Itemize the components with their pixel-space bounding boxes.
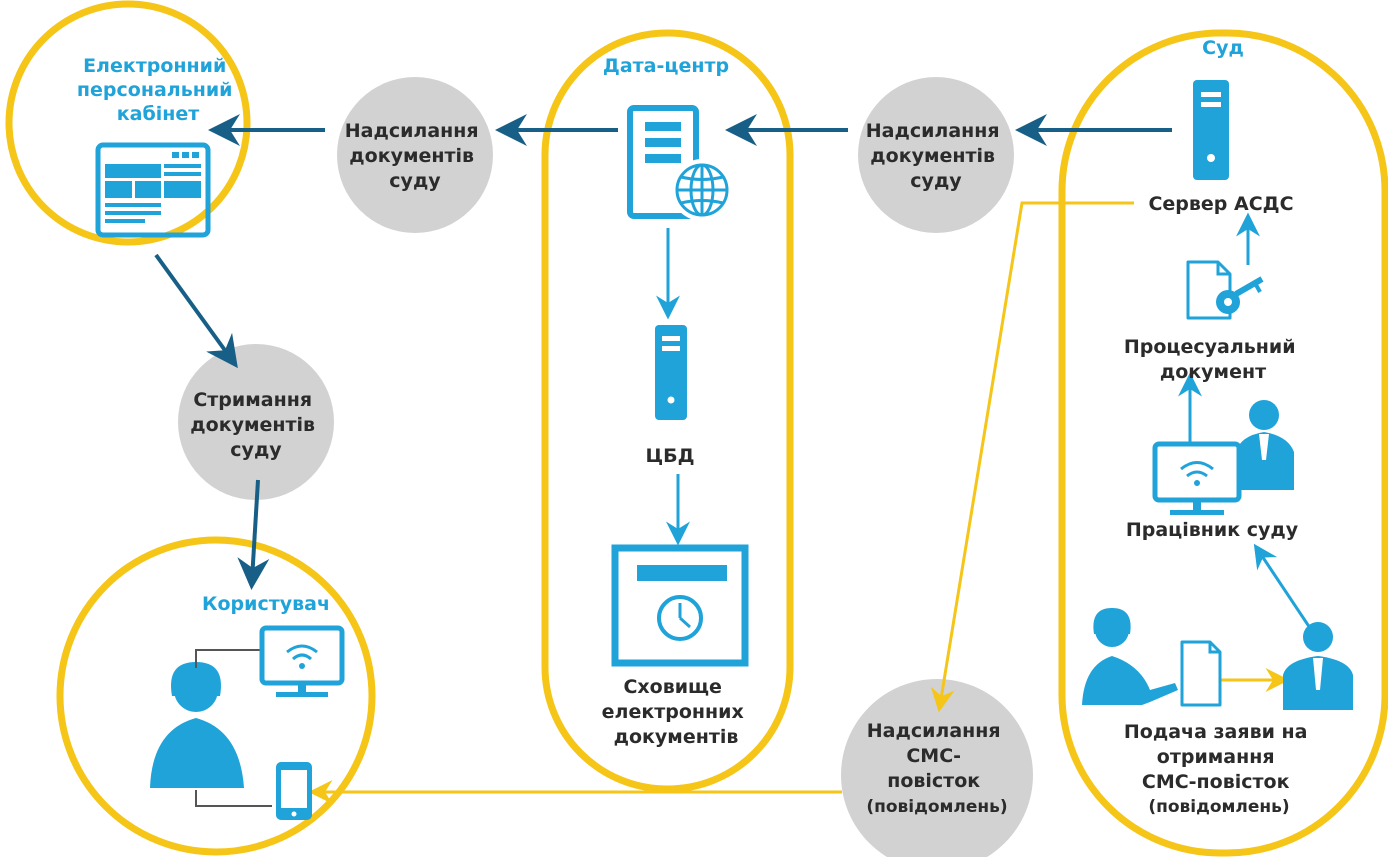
receive-docs-circle (178, 344, 334, 500)
user-title: Користувач (202, 593, 330, 615)
smartphone-icon (276, 762, 312, 820)
applicant-woman-icon (1082, 608, 1178, 705)
cabinet-circle (5, 0, 251, 246)
asds-server-label: Сервер АСДС (1148, 193, 1293, 215)
datacenter-capsule (541, 29, 794, 793)
user-computer-connector (195, 649, 262, 668)
browser-window-icon (95, 142, 211, 238)
user-woman-icon (150, 662, 244, 788)
asds-server-icon (1193, 80, 1229, 180)
arrow-receive-to-user (237, 479, 270, 590)
arrow-official-to-worker (1253, 543, 1320, 641)
procedural-doc-label: Процесуальний документ (1124, 336, 1302, 383)
court-capsule (1058, 29, 1388, 857)
application-document-icon (1180, 640, 1222, 707)
sms-send-label: Надсилання СМС- повісток (повідомлень) (866, 720, 1007, 817)
web-server-icon (627, 105, 733, 221)
worker-at-computer-icon (1152, 400, 1294, 515)
official-man-icon (1283, 622, 1353, 710)
arrow-server-to-sms (930, 201, 1134, 713)
court-title: Суд (1202, 37, 1244, 59)
user-phone-connector (195, 790, 272, 807)
computer-wifi-icon (259, 625, 345, 697)
sms-send-circle (841, 679, 1033, 857)
application-label: Подача заяви на отримання СМС-повісток (… (1124, 721, 1314, 817)
receive-docs-label: Стримання документів суду (190, 389, 321, 461)
server-icon (655, 325, 687, 420)
cbd-label: ЦБД (645, 445, 694, 467)
send-docs-circle-1 (337, 77, 493, 233)
send-docs-label-2: Надсилання документів суду (866, 120, 1006, 192)
storage-label: Сховище електронних документів (602, 676, 751, 748)
court-worker-label: Працівник суду (1126, 519, 1299, 541)
document-key-icon (1186, 260, 1264, 320)
arrow-cabinet-to-receive (154, 253, 238, 369)
datacenter-title: Дата-центр (603, 55, 729, 77)
cabinet-title: Електронний персональний кабінет (77, 55, 239, 125)
send-docs-circle-2 (858, 77, 1014, 233)
user-circle (56, 536, 376, 856)
storage-vault-icon (611, 544, 749, 667)
send-docs-label-1: Надсилання документів суду (345, 120, 485, 192)
